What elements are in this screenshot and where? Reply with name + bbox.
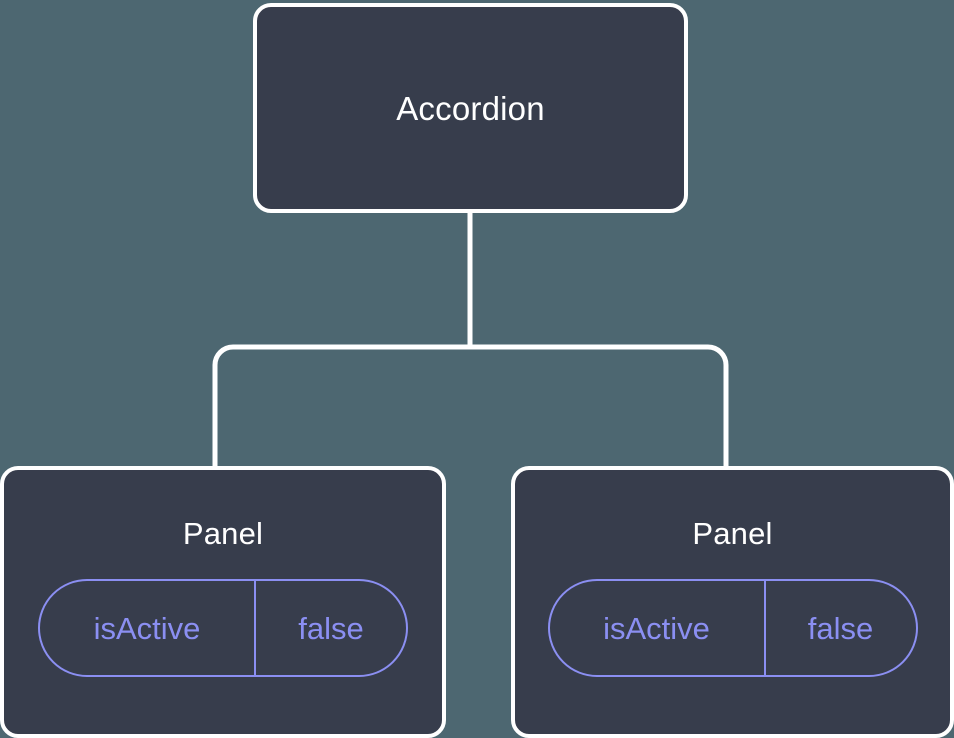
node-panel-1[interactable]: Panel isActive false bbox=[0, 466, 446, 738]
state-value-panel-2: false bbox=[807, 610, 874, 646]
state-key-panel-2: isActive bbox=[550, 581, 766, 675]
state-value-panel-1: false bbox=[298, 610, 364, 646]
node-panel-2[interactable]: Panel isActive false bbox=[511, 466, 954, 738]
state-badge-panel-1[interactable]: isActive false bbox=[38, 579, 408, 677]
state-badge-panel-2[interactable]: isActive false bbox=[547, 579, 918, 677]
connector-root-to-panel-2 bbox=[470, 344, 729, 468]
node-accordion-title: Accordion bbox=[396, 89, 545, 127]
state-key-panel-1: isActive bbox=[40, 581, 256, 675]
node-panel-2-title: Panel bbox=[692, 516, 773, 551]
node-panel-1-title: Panel bbox=[182, 516, 264, 551]
node-accordion[interactable]: Accordion bbox=[253, 3, 688, 213]
connector-root-to-panel-1 bbox=[212, 344, 470, 468]
